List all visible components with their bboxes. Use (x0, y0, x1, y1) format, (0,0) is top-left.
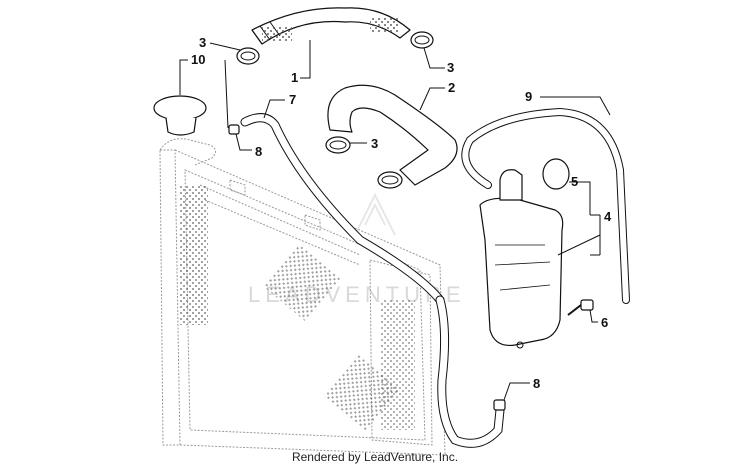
radiator (159, 138, 446, 456)
hose-clamp-lower (377, 171, 403, 189)
callout-3-clamp-middle: 3 (371, 136, 378, 151)
callout-4-reservoir: 4 (604, 209, 612, 224)
lower-hose (327, 84, 458, 186)
hose-clamp-upper-left (236, 47, 260, 65)
callout-8-small-clamp-lower: 8 (533, 376, 540, 391)
mounting-bolt (567, 299, 594, 316)
leader-lines (179, 40, 611, 401)
overflow-hose (240, 113, 505, 448)
callout-5-reservoir-cap: 5 (571, 174, 578, 189)
callouts: 3 10 1 3 7 2 9 8 3 5 4 6 8 (191, 35, 612, 391)
callout-6-bolt: 6 (601, 315, 608, 330)
callout-2-lower-hose: 2 (448, 80, 455, 95)
upper-hose (251, 7, 411, 45)
vent-hose (461, 107, 630, 304)
small-clamp-lower (493, 399, 506, 411)
small-clamp-upper (228, 124, 240, 135)
hose-clamp-middle (325, 136, 351, 154)
hose-clamp-upper-right (410, 31, 434, 49)
footer-credit: Rendered by LeadVenture, Inc. (291, 450, 459, 464)
callout-9-vent-hose: 9 (525, 89, 532, 104)
callout-3-clamp-right: 3 (447, 60, 454, 75)
callout-1-upper-hose: 1 (291, 70, 298, 85)
callout-3-clamp: 3 (199, 35, 206, 50)
callout-7-overflow-hose: 7 (289, 92, 296, 107)
reservoir-cap (542, 158, 570, 190)
radiator-cap (153, 95, 207, 136)
coolant-reservoir (479, 169, 564, 349)
callout-8-small-clamp: 8 (255, 144, 262, 159)
callout-10-radiator-cap: 10 (191, 52, 205, 67)
